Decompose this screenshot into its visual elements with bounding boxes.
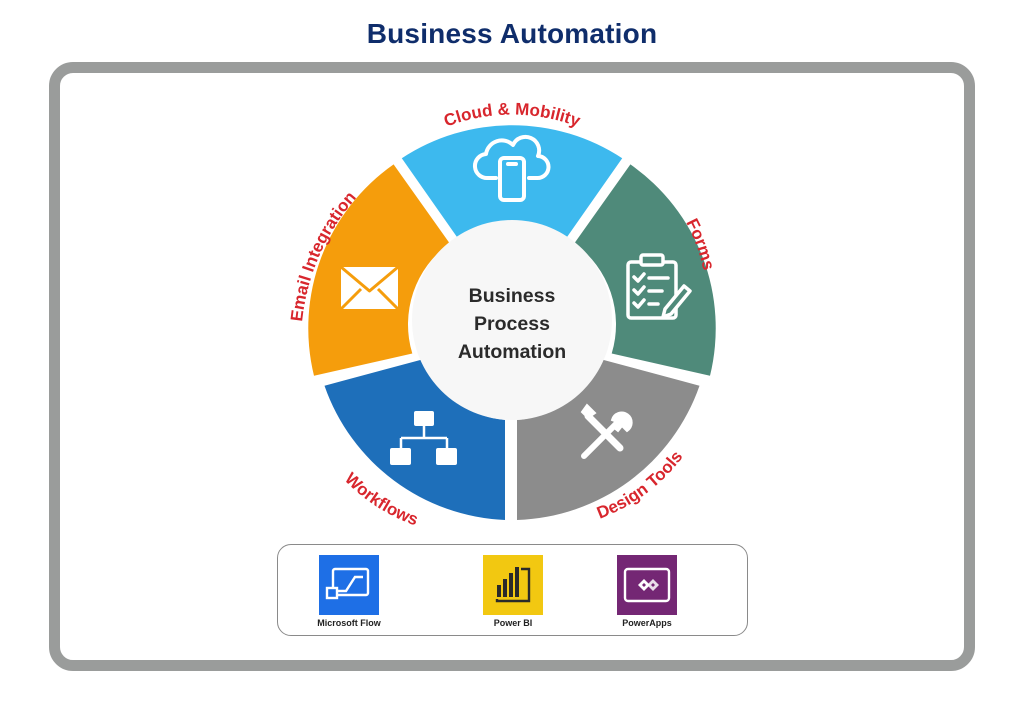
- wrench-screwdriver-icon: [580, 403, 633, 459]
- tool-label-power-bi: Power BI: [493, 618, 533, 628]
- org-chart-icon: [390, 411, 457, 465]
- envelope-icon: [339, 265, 400, 311]
- hub-line-1: Business: [468, 285, 556, 307]
- cloud-mobile-icon: [473, 134, 551, 202]
- segment-workflows: [324, 359, 505, 520]
- power-bi-icon: [483, 555, 543, 615]
- hub-label: Business Process Automation: [430, 282, 594, 366]
- hub-line-2: Process: [474, 313, 550, 335]
- segment-forms: [574, 164, 716, 376]
- tool-powerapps: PowerApps: [587, 555, 707, 628]
- tools-panel: Microsoft Flow Power BI: [277, 544, 748, 636]
- hub-line-3: Automation: [457, 341, 567, 363]
- powerapps-icon: [617, 555, 677, 615]
- clipboard-checklist-icon: [626, 253, 692, 320]
- hub-circle: [412, 220, 612, 420]
- page-title: Business Automation: [366, 18, 658, 49]
- tool-power-bi: Power BI: [453, 555, 573, 628]
- microsoft-flow-icon: [319, 555, 379, 615]
- tool-label-powerapps: PowerApps: [622, 618, 672, 628]
- tool-microsoft-flow: Microsoft Flow: [289, 555, 409, 628]
- tool-label-microsoft-flow: Microsoft Flow: [317, 618, 381, 628]
